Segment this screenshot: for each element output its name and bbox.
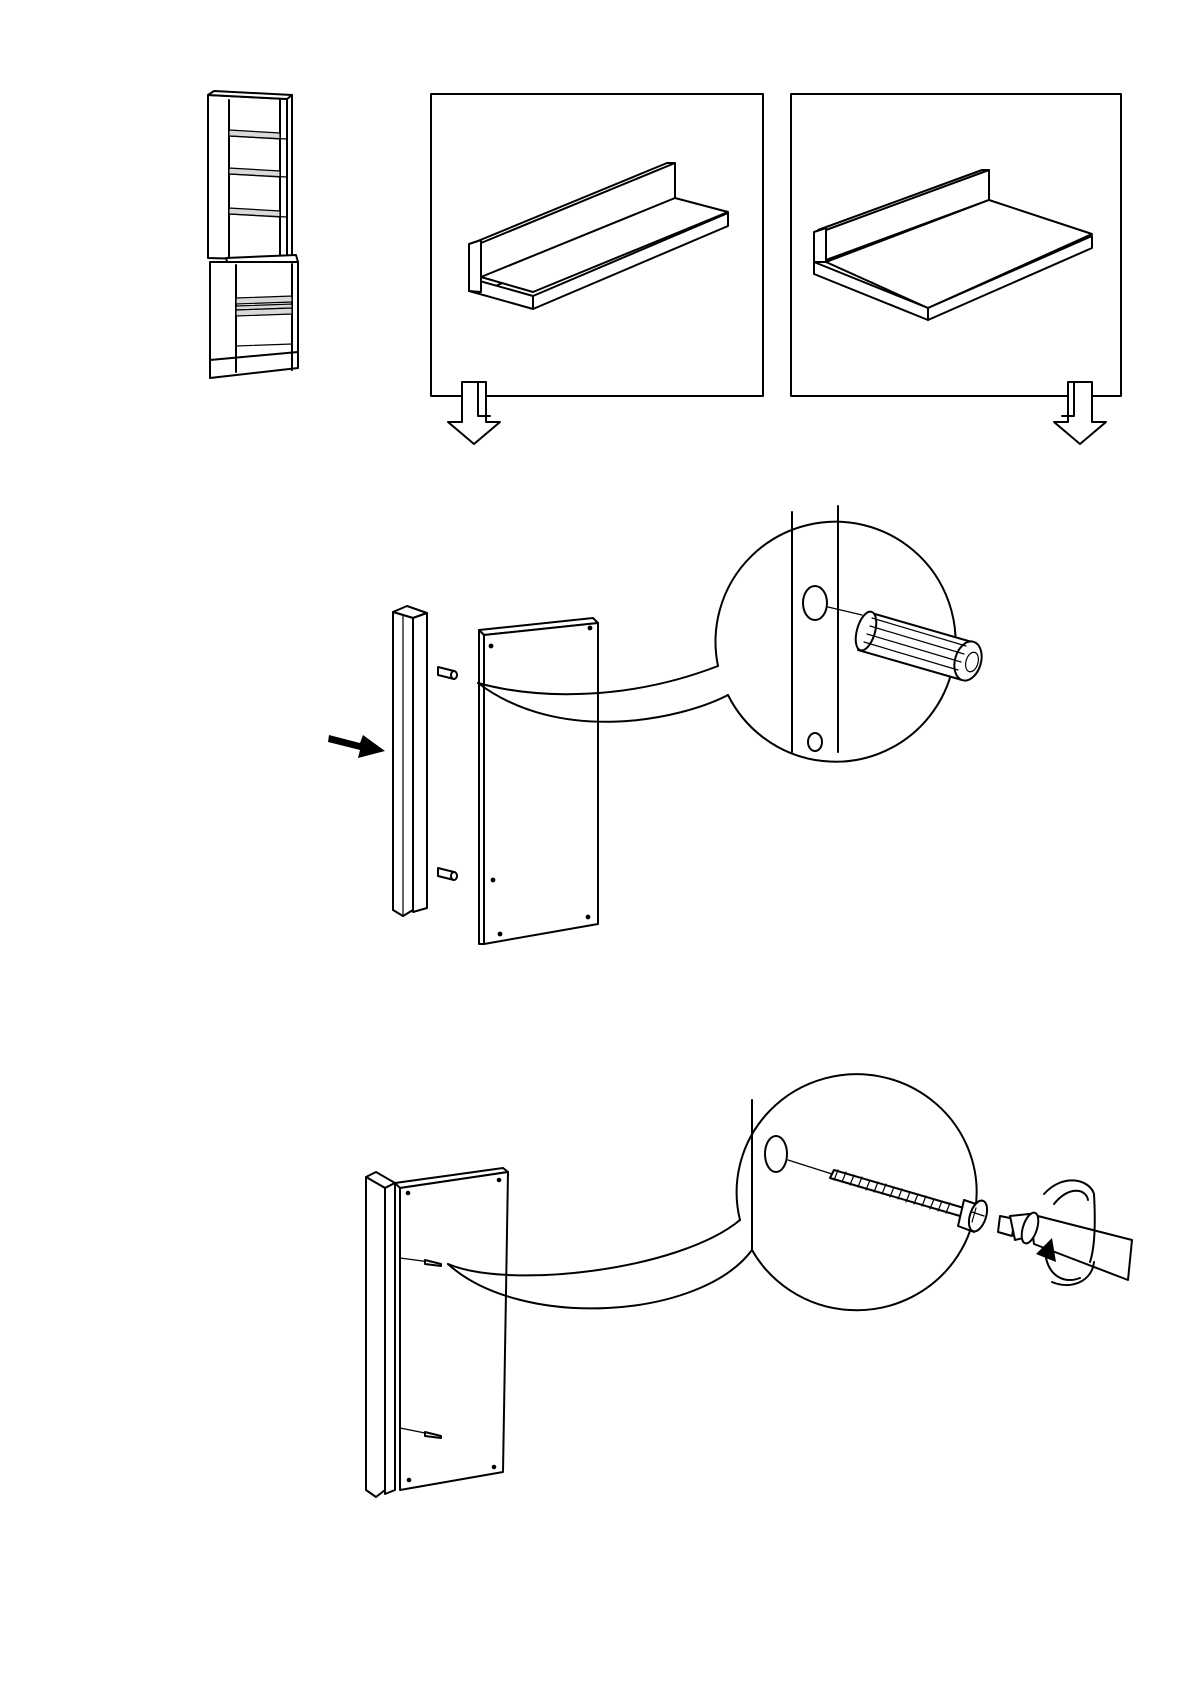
bookcase-overview-illustration: [208, 91, 298, 378]
screwdriver-icon: [998, 1211, 1132, 1280]
step-insert-dowels: [328, 506, 986, 944]
down-arrow-icon: [448, 382, 500, 444]
shelf-low-back-part: [469, 163, 728, 309]
shelf-short-back-part: [814, 170, 1092, 320]
screw-detail-magnifier: [737, 1074, 991, 1310]
vertical-strip-part: [393, 606, 427, 916]
panel-shelf-short-back: [791, 94, 1121, 444]
dowel-closeup-icon: [852, 609, 986, 684]
down-arrow-icon: [1054, 382, 1106, 444]
push-arrow-icon: [328, 735, 385, 758]
dowel-detail-magnifier: [716, 506, 986, 762]
side-panel-part: [479, 618, 598, 944]
step-drive-screws: [366, 1074, 1132, 1497]
wooden-dowel-icon: [438, 667, 457, 880]
panel-shelf-low-back: [431, 94, 763, 444]
screw-closeup-icon: [830, 1170, 991, 1234]
assembled-side-panel-part: [366, 1168, 508, 1497]
